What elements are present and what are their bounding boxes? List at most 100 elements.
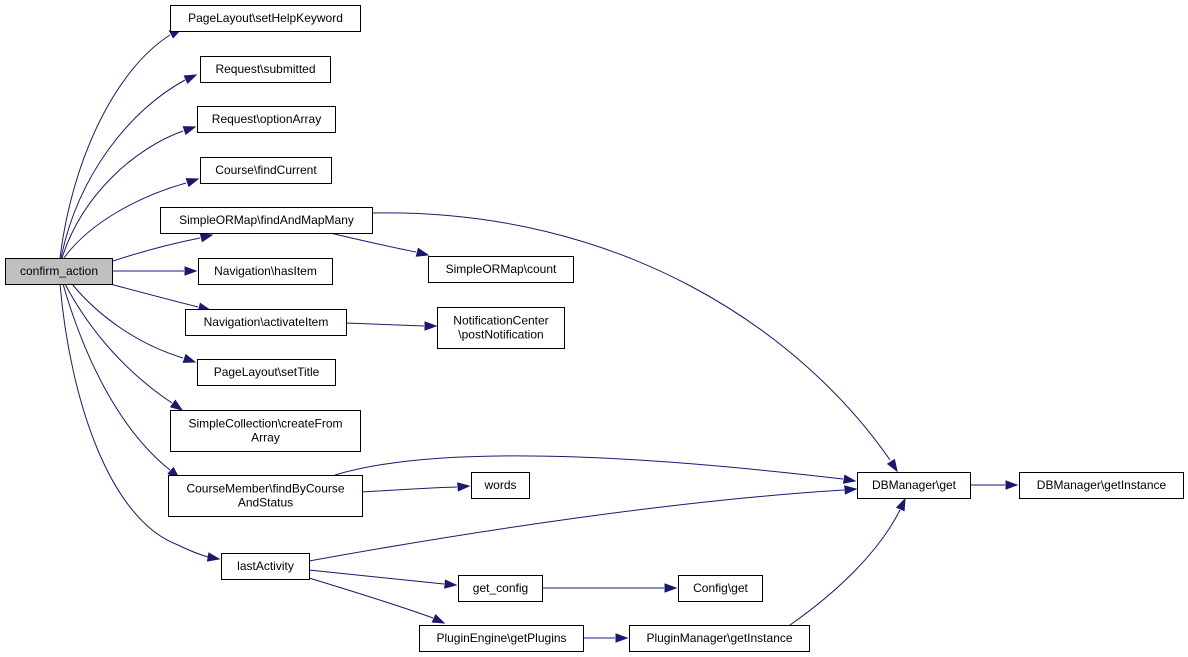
edge-confirm-to-findByCourse [62, 283, 181, 479]
node-configGet[interactable]: Config\get [678, 575, 763, 602]
node-label: PluginEngine\getPlugins [436, 631, 566, 645]
edge-findByCourse-to-words [361, 482, 471, 493]
node-box [198, 258, 333, 285]
node-label: PageLayout\setTitle [214, 365, 320, 379]
edge-confirm-to-createFromArray [64, 283, 184, 411]
node-setHelp[interactable]: PageLayout\setHelpKeyword [170, 5, 361, 32]
node-label: Course\findCurrent [215, 163, 317, 177]
edge-line [308, 569, 445, 585]
node-label: \postNotification [458, 328, 543, 342]
edge-line [109, 237, 201, 263]
edge-confirm-to-lastActivity [59, 283, 221, 562]
edge-line [361, 486, 458, 493]
node-box [857, 472, 971, 499]
node-postNotification[interactable]: NotificationCenter\postNotification [437, 307, 565, 349]
node-box [678, 575, 763, 602]
node-getConfig[interactable]: get_config [458, 575, 543, 602]
arrowhead-icon [457, 482, 471, 492]
node-confirm[interactable]: confirm_action [5, 258, 113, 285]
edge-line [371, 212, 891, 461]
edge-pmGetInstance-to-dbGet [789, 497, 906, 626]
node-label: NotificationCenter [453, 314, 548, 328]
edge-line [789, 509, 901, 626]
node-label: Array [251, 431, 280, 445]
node-label: get_config [473, 581, 528, 595]
node-label: confirm_action [20, 264, 98, 278]
node-box [200, 56, 331, 83]
node-label: DBManager\getInstance [1037, 478, 1167, 492]
node-ormCount[interactable]: SimpleORMap\count [428, 256, 574, 283]
node-label: Navigation\activateItem [204, 315, 329, 329]
node-box [170, 5, 361, 32]
node-label: Config\get [693, 581, 748, 595]
node-lastActivity[interactable]: lastActivity [221, 553, 310, 580]
edge-getPlugins-to-pmGetInstance [582, 633, 629, 643]
node-box [197, 359, 336, 386]
node-box [419, 625, 584, 652]
arrowhead-icon [886, 458, 898, 473]
node-label: CourseMember\findByCourse [186, 482, 344, 496]
edge-line [334, 455, 844, 480]
arrowhead-icon [169, 399, 184, 411]
edge-line [60, 79, 186, 259]
arrowhead-icon [664, 583, 678, 593]
node-label: words [483, 478, 516, 492]
node-label: SimpleORMap\count [446, 262, 557, 276]
edge-line [64, 283, 173, 404]
node-box [221, 553, 310, 580]
node-findAndMapMany[interactable]: SimpleORMap\findAndMapMany [160, 207, 373, 234]
node-label: PluginManager\getInstance [646, 631, 792, 645]
edge-line [62, 283, 171, 471]
arrowhead-icon [415, 247, 430, 257]
node-box [5, 258, 113, 285]
edge-confirm-to-findCurrent [63, 178, 200, 259]
edge-line [71, 283, 184, 359]
node-label: PageLayout\setHelpKeyword [188, 11, 343, 25]
arrowhead-icon [424, 321, 438, 331]
edge-line [308, 489, 845, 562]
arrowhead-icon [1005, 480, 1019, 490]
arrowhead-icon [844, 485, 858, 495]
node-label: lastActivity [237, 559, 294, 573]
arrowhead-icon [183, 74, 198, 85]
edge-dbGet-to-dbGetInstance [970, 480, 1019, 490]
edge-findAndMapMany-to-dbGet [371, 212, 898, 473]
edge-confirm-to-findAndMapMany [109, 233, 214, 263]
edge-line [59, 34, 171, 259]
node-findCurrent[interactable]: Course\findCurrent [200, 157, 332, 184]
node-box [200, 157, 332, 184]
edge-confirm-to-setTitle [71, 283, 197, 363]
arrowhead-icon [199, 233, 214, 243]
node-setTitle[interactable]: PageLayout\setTitle [197, 359, 336, 386]
node-label: Navigation\hasItem [214, 264, 317, 278]
edge-lastActivity-to-getPlugins [308, 577, 446, 624]
node-label: SimpleORMap\findAndMapMany [179, 213, 354, 227]
node-box [437, 307, 565, 349]
node-hasItem[interactable]: Navigation\hasItem [198, 258, 333, 285]
node-box [185, 309, 347, 336]
node-activateItem[interactable]: Navigation\activateItem [185, 309, 347, 336]
node-getPlugins[interactable]: PluginEngine\getPlugins [419, 625, 584, 652]
edge-line [63, 182, 187, 259]
node-label: SimpleCollection\createFrom [188, 417, 342, 431]
edge-line [329, 232, 417, 253]
node-box [160, 207, 373, 234]
edge-findByCourse-to-dbGet [334, 455, 857, 484]
arrowhead-icon [185, 178, 200, 188]
node-box [1019, 472, 1184, 499]
node-dbGetInstance[interactable]: DBManager\getInstance [1019, 472, 1184, 499]
node-submitted[interactable]: Request\submitted [200, 56, 331, 83]
node-optionArray[interactable]: Request\optionArray [197, 106, 336, 133]
edge-line [109, 283, 199, 308]
node-label: DBManager\get [872, 478, 957, 492]
node-box [629, 625, 810, 652]
edge-lastActivity-to-getConfig [308, 569, 458, 589]
node-pmGetInstance[interactable]: PluginManager\getInstance [629, 625, 810, 652]
node-dbGet[interactable]: DBManager\get [857, 472, 971, 499]
node-words[interactable]: words [471, 472, 530, 499]
edges-layer [59, 28, 1019, 643]
edge-line [59, 283, 209, 558]
